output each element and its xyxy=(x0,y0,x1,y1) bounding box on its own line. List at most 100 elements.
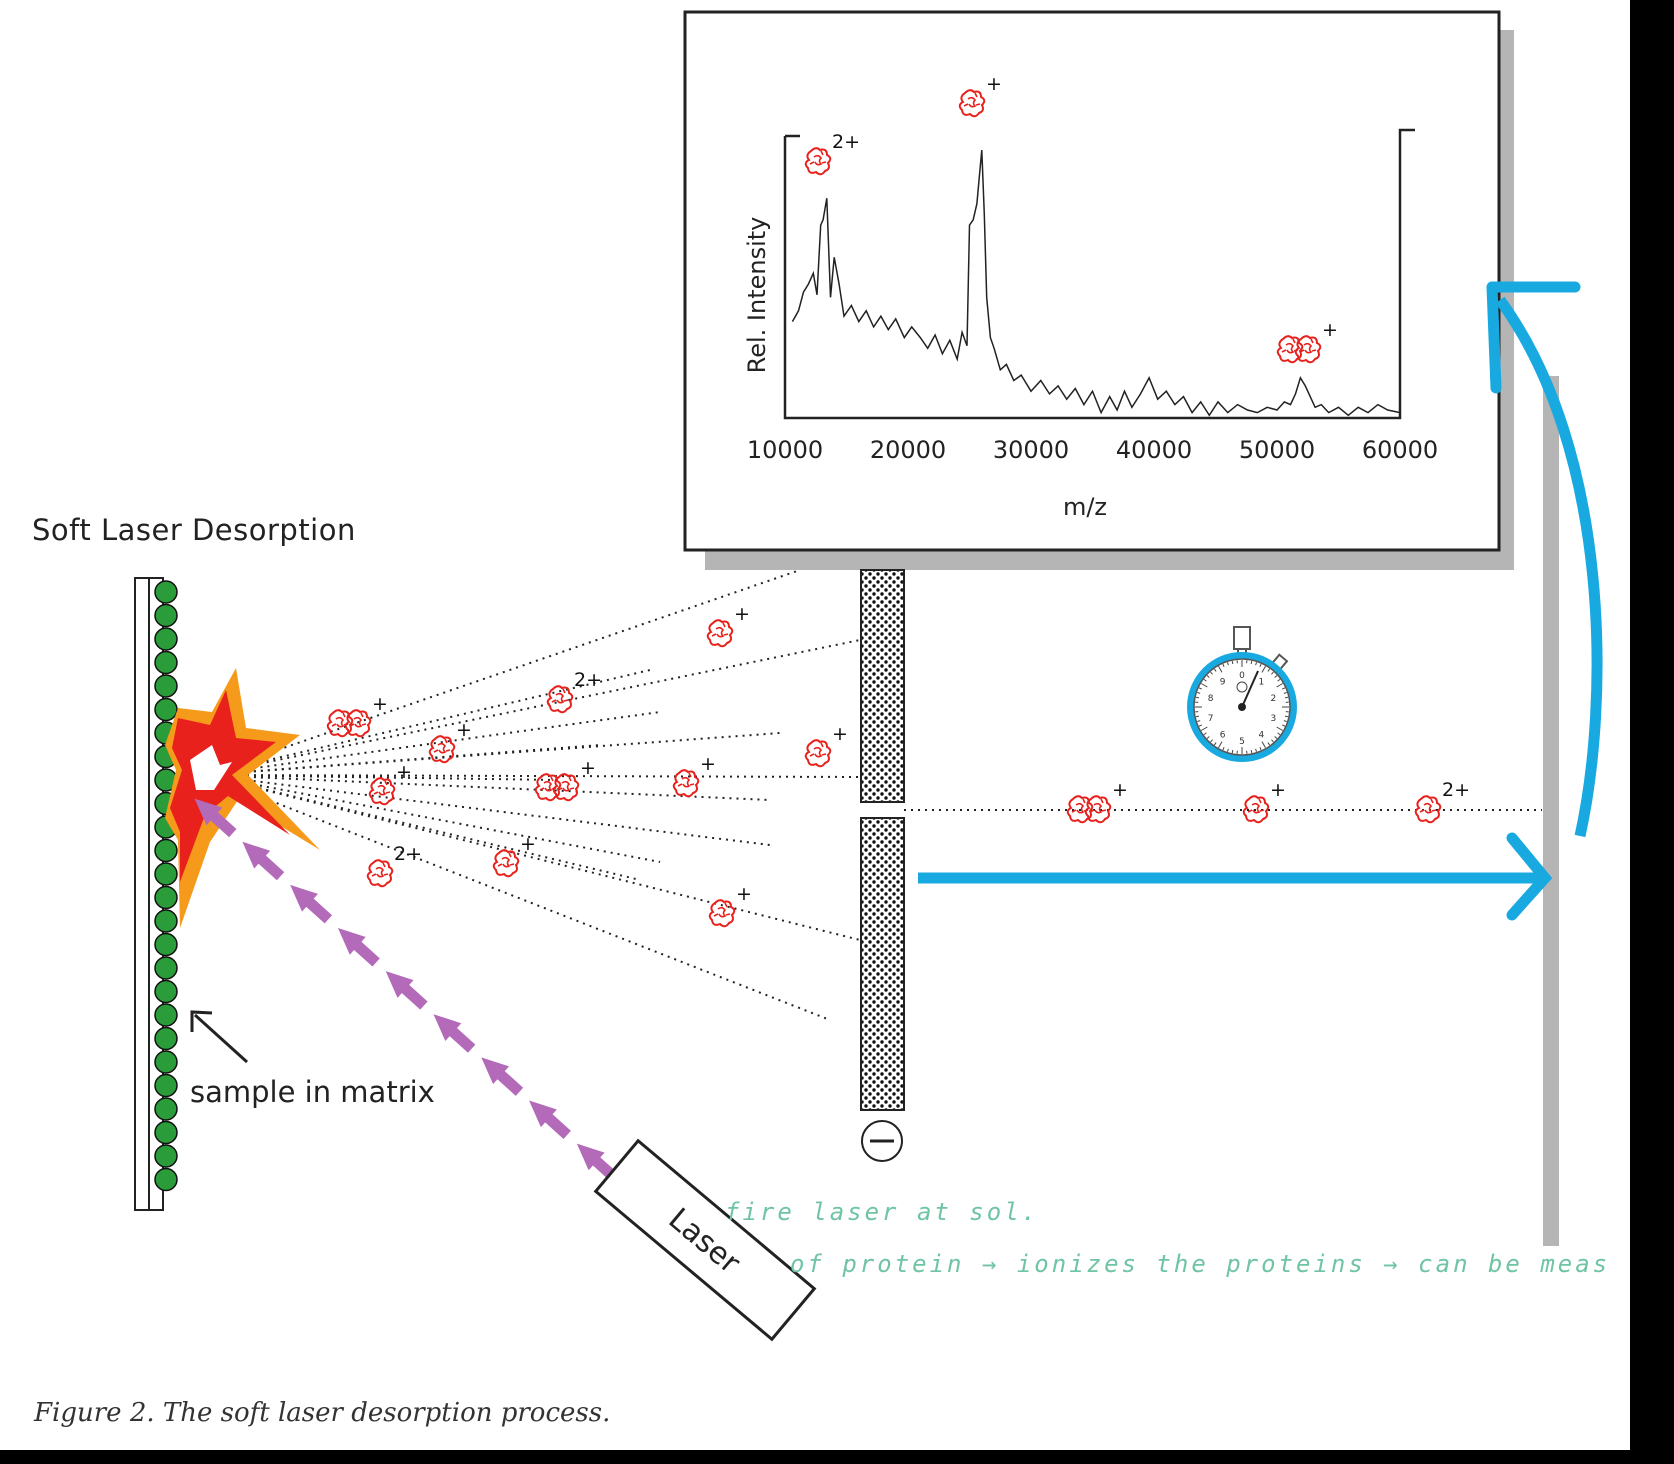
svg-text:8: 8 xyxy=(1208,694,1214,704)
protein-ion-icon: + xyxy=(1066,779,1128,824)
plume-ray xyxy=(204,639,861,776)
sample-label: sample in matrix xyxy=(190,1075,435,1109)
plume-ray xyxy=(204,774,561,781)
svg-text:6: 6 xyxy=(1220,731,1226,741)
protein-ion-icon: + xyxy=(1276,319,1338,364)
y-axis-label: Rel. Intensity xyxy=(743,217,771,374)
matrix-bead xyxy=(154,1026,178,1051)
sample-pointer-arrow xyxy=(193,1013,249,1064)
figure-caption: Figure 2. The soft laser desorption proc… xyxy=(34,1398,611,1428)
protein-ion-icon: 2+ xyxy=(546,669,602,714)
ion-charge-label: 2+ xyxy=(1442,779,1470,801)
protein-ion-icon: + xyxy=(1242,779,1286,824)
ion-charge-label: + xyxy=(700,753,716,775)
ion-charge-label: + xyxy=(1270,779,1286,801)
ion-charge-label: 2+ xyxy=(832,131,860,153)
chart-axes xyxy=(783,128,1415,420)
handwritten-note-line1: fire laser at sol. xyxy=(725,1198,1040,1226)
sample-plate xyxy=(134,577,150,1211)
ion-charge-label: 2+ xyxy=(394,843,422,865)
svg-text:4: 4 xyxy=(1259,731,1265,741)
protein-ion-icon: + xyxy=(706,603,750,648)
laser-arrowhead xyxy=(576,1143,605,1171)
ion-charge-label: 2+ xyxy=(574,669,602,691)
matrix-bead xyxy=(154,1167,178,1192)
svg-text:9: 9 xyxy=(1220,677,1226,687)
ion-charge-label: + xyxy=(736,883,752,905)
svg-text:5: 5 xyxy=(1239,737,1245,747)
signal-arrow-head xyxy=(1486,281,1581,394)
ion-charge-label: + xyxy=(734,603,750,625)
flight-arrow-head xyxy=(1506,832,1553,921)
protein-ion-icon: + xyxy=(534,757,596,802)
x-axis-label: m/z xyxy=(1063,493,1107,521)
matrix-bead xyxy=(154,674,178,698)
matrix-bead xyxy=(154,885,178,910)
laser-arrowhead xyxy=(194,798,223,826)
protein-ion-icon: + xyxy=(368,761,412,806)
svg-text:2: 2 xyxy=(1271,694,1277,704)
matrix-bead xyxy=(154,1050,178,1074)
x-tick-label: 40000 xyxy=(1116,436,1192,464)
matrix-bead xyxy=(154,979,178,1004)
protein-ion-icon: + xyxy=(326,693,388,738)
laser-arrowhead xyxy=(481,1057,510,1085)
ion-charge-label: + xyxy=(456,719,472,741)
ion-charge-label: + xyxy=(986,73,1002,95)
matrix-bead xyxy=(154,1097,178,1121)
matrix-bead xyxy=(154,862,178,886)
matrix-bead xyxy=(154,1144,178,1168)
plume-ray xyxy=(204,744,601,776)
stopwatch-icon: 0 12 34 5 67 89 xyxy=(1187,626,1297,762)
signal-arrow-curved xyxy=(1495,296,1603,838)
spectrum-series-line xyxy=(791,150,1401,417)
protein-ion-icon: + xyxy=(958,73,1002,118)
ions: +2+ + + + + + +2+ + + + +2+ +2+ + xyxy=(326,73,1470,928)
sample-pointer-head xyxy=(190,1010,213,1032)
protein-ion-icon: 2+ xyxy=(366,843,422,888)
protein-ion-icon: + xyxy=(804,723,848,768)
chart-frame xyxy=(683,10,1501,552)
ion-plume-rays xyxy=(204,569,861,1021)
extraction-grid-lower xyxy=(860,817,905,1111)
x-tick-label: 50000 xyxy=(1239,436,1315,464)
matrix-bead xyxy=(154,580,178,604)
protein-ion-icon: 2+ xyxy=(804,131,860,176)
svg-text:7: 7 xyxy=(1208,714,1214,724)
svg-text:0: 0 xyxy=(1239,671,1245,681)
matrix-bead xyxy=(154,932,178,957)
plume-ray xyxy=(204,774,661,863)
laser-arrowhead xyxy=(290,884,318,912)
matrix-bead xyxy=(154,1120,178,1145)
protein-ion-icon: + xyxy=(672,753,716,798)
x-tick-label: 10000 xyxy=(747,436,823,464)
diagram-title: Soft Laser Desorption xyxy=(32,513,356,547)
laser-impact-burst xyxy=(165,668,320,928)
ion-charge-label: + xyxy=(1112,779,1128,801)
matrix-bead xyxy=(154,603,178,628)
matrix-bead xyxy=(154,650,178,675)
protein-ion-icon: + xyxy=(428,719,472,764)
laser-emitter: Laser xyxy=(593,1138,817,1342)
laser-arrowhead xyxy=(385,971,414,998)
matrix-bead xyxy=(154,697,178,722)
svg-text:1: 1 xyxy=(1259,677,1265,687)
svg-text:3: 3 xyxy=(1271,714,1277,724)
x-tick-label: 30000 xyxy=(993,436,1069,464)
x-tick-label: 20000 xyxy=(870,436,946,464)
matrix-bead xyxy=(154,909,178,933)
ion-charge-label: + xyxy=(520,833,536,855)
laser-arrowhead xyxy=(529,1100,557,1128)
ion-charge-label: + xyxy=(396,761,412,783)
plume-ray xyxy=(204,774,771,846)
laser-arrowhead xyxy=(242,841,271,869)
matrix-bead xyxy=(154,627,178,651)
detector-plate xyxy=(1543,376,1559,1246)
ion-charge-label: + xyxy=(580,757,596,779)
desorption-diagram: Laser +2+ + + + + + +2+ + + + +2+ +2+ + 0 12 34 5 67 89 1… xyxy=(134,10,1603,1342)
ion-charge-label: + xyxy=(1322,319,1338,341)
laser-beam xyxy=(194,798,619,1183)
